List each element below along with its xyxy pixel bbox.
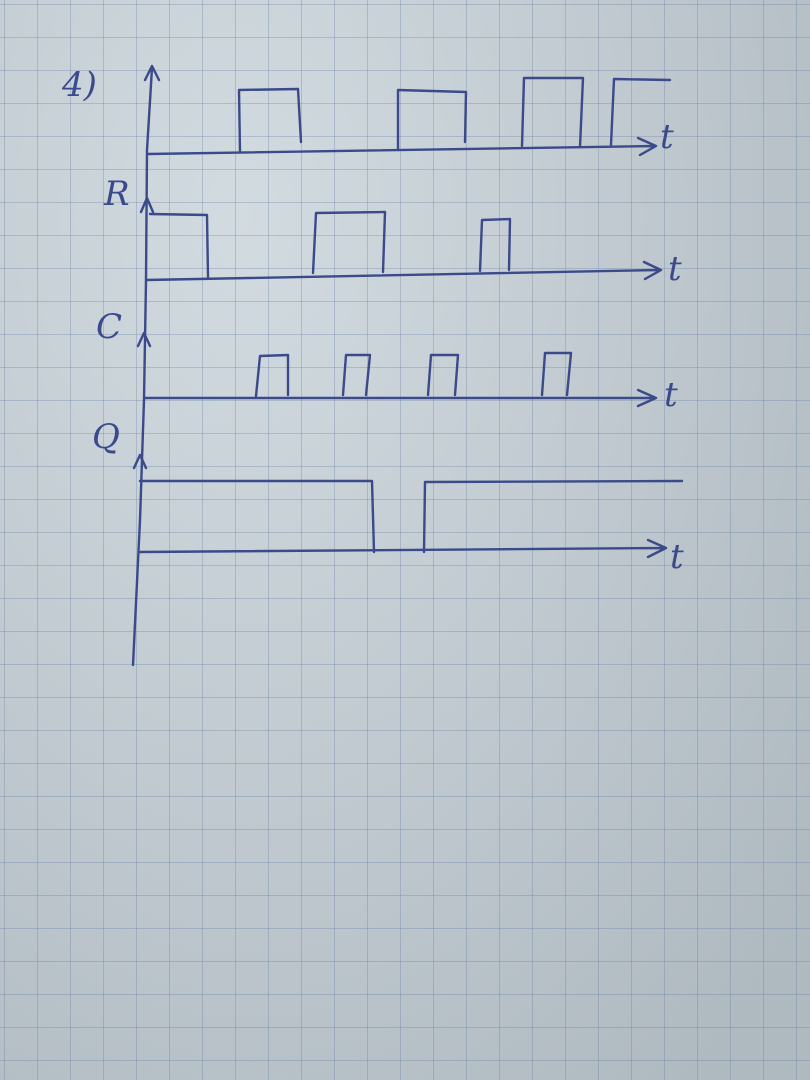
time-axis-label-3: t [664, 375, 678, 415]
signal-Q-waveform [138, 479, 684, 554]
signal-Q-label: Q [92, 417, 120, 457]
signal-R-label: R [103, 174, 130, 214]
axis-arrowhead-1 [143, 64, 161, 82]
signal-1-waveform [237, 76, 672, 154]
signal-R-waveform [148, 210, 512, 279]
time-axis-3 [142, 388, 658, 408]
time-axis-4 [138, 538, 668, 559]
time-axis-label-2: t [668, 249, 682, 289]
axis-arrowhead-3 [136, 331, 152, 348]
time-axis-2 [144, 260, 663, 282]
time-axis-label-1: t [660, 117, 674, 157]
signal-C-waveform [254, 351, 573, 398]
time-axis-1 [146, 136, 658, 157]
signal-C-label: C [96, 307, 122, 347]
axis-arrowhead-4 [132, 453, 148, 470]
vertical-axis [131, 66, 154, 667]
time-axis-label-4: t [670, 537, 684, 577]
axis-arrowhead-2 [139, 196, 155, 214]
task-number: 4) [61, 65, 97, 105]
